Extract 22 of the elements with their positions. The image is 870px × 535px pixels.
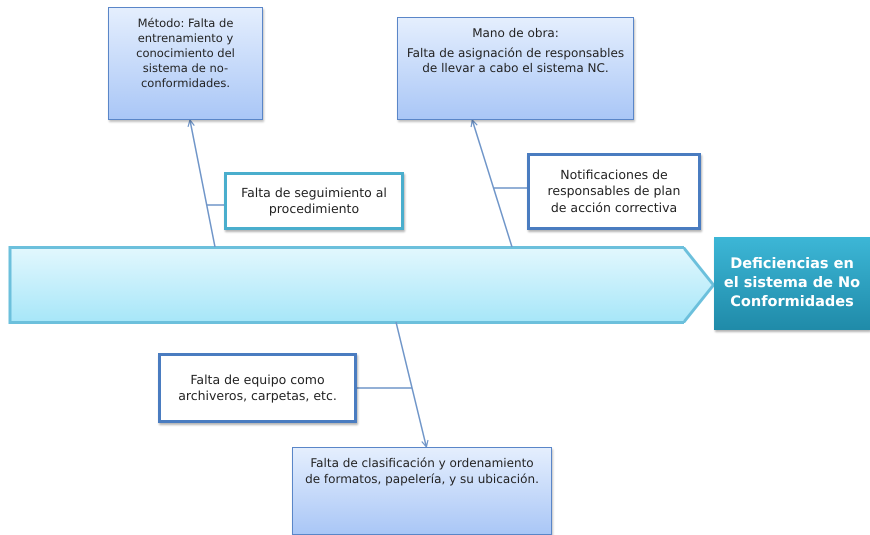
cause-text: Falta de asignación de responsables de llevar a cabo el sistema NC. <box>406 46 625 77</box>
cause-text: Deficiencias en el sistema de No Conformidades <box>722 255 862 312</box>
branch-line <box>206 204 224 206</box>
branch-line <box>357 387 412 389</box>
branch-line <box>493 187 527 189</box>
cause-text: Notificaciones de responsables de plan de acción correctiva <box>546 167 682 216</box>
cause-text: Método: Falta de entrenamiento y conocimiento del sistema de no-conformidades. <box>135 16 236 91</box>
cause-text: Falta de seguimiento al procedimiento <box>240 184 388 218</box>
cause-text: Falta de equipo como archiveros, carpetas, etc. <box>177 372 338 404</box>
cause-text: Falta de clasificación y ordenamiento de formatos, papelería, y su ubicación. <box>304 456 540 488</box>
cause-box <box>158 353 357 423</box>
cause-box <box>527 153 701 230</box>
arrow <box>395 322 429 448</box>
cause-box <box>224 172 404 230</box>
effect-box <box>714 237 870 330</box>
category-heading: Mano de obra: <box>472 26 559 42</box>
cause-box <box>397 17 634 120</box>
cause-box <box>292 447 552 535</box>
arrow <box>470 119 513 248</box>
spine-arrow <box>8 246 715 324</box>
arrow <box>187 119 216 248</box>
cause-box <box>108 7 263 120</box>
